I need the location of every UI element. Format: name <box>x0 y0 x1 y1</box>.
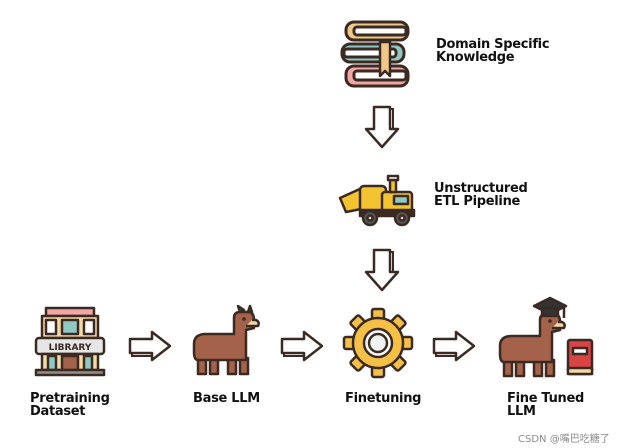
gear-icon <box>342 307 414 379</box>
books-icon <box>340 20 410 88</box>
finetuning-label: Finetuning <box>345 391 422 406</box>
llama-icon <box>192 304 260 376</box>
wood-chipper-truck-icon <box>338 174 416 227</box>
library-sign-text: LIBRARY <box>49 343 92 353</box>
pretraining-dataset-label: Pretraining Dataset <box>30 391 110 419</box>
fine-tuned-llm-label: Fine Tuned LLM <box>507 391 585 419</box>
watermark: CSDN @嘴巴吃糖了 <box>518 434 610 445</box>
arrow-down-1 <box>364 105 400 149</box>
arrow-right-3 <box>432 330 476 362</box>
base-llm-label: Base LLM <box>193 391 260 406</box>
arrow-right-2 <box>280 330 324 362</box>
etl-pipeline-label: Unstructured ETL Pipeline <box>434 181 528 209</box>
library-building-icon: LIBRARY <box>34 306 106 377</box>
arrow-right-1 <box>128 330 172 362</box>
graduate-llama-with-book-icon <box>498 296 594 378</box>
domain-knowledge-label: Domain Specific Knowledge <box>436 37 550 65</box>
arrow-down-2 <box>364 248 400 292</box>
